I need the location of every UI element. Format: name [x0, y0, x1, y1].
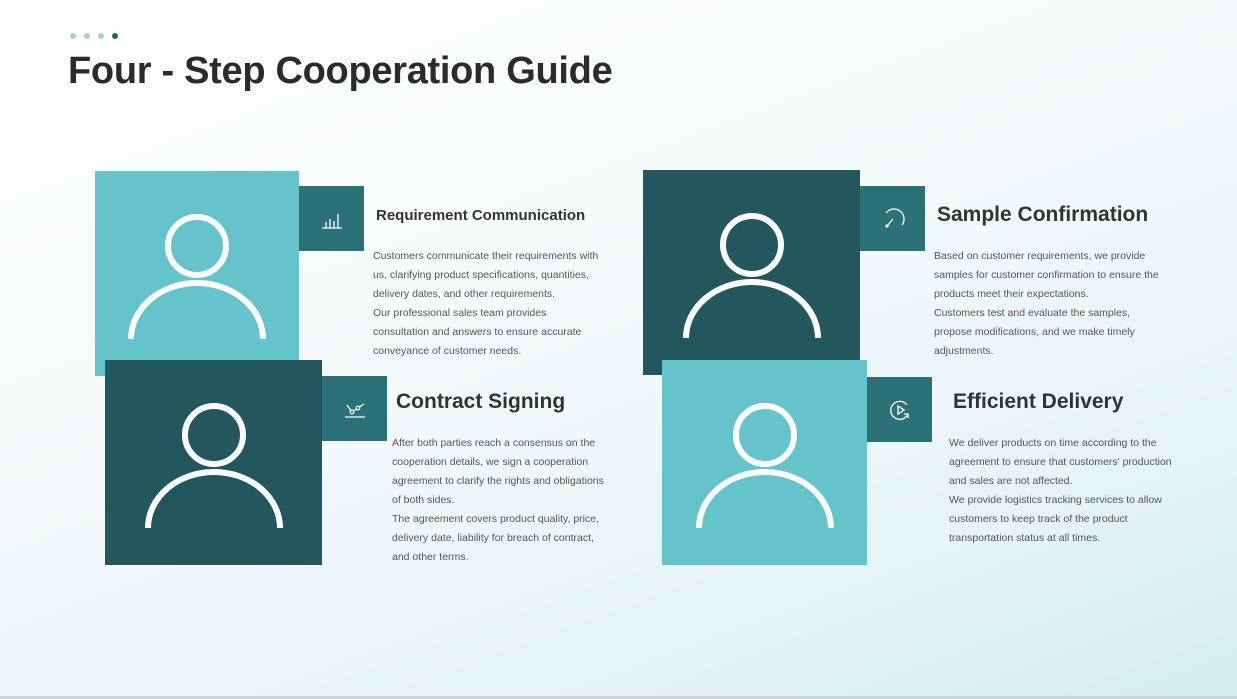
- step4-icon-box: [867, 377, 932, 442]
- step2-title: Sample Confirmation: [937, 203, 1149, 226]
- step3-title: Contract Signing: [396, 390, 566, 413]
- step2-description: Based on customer requirements, we provi…: [934, 247, 1164, 361]
- step1-paragraph-2: Our professional sales team provides con…: [373, 307, 582, 357]
- person-icon: [682, 212, 821, 338]
- person-icon: [128, 213, 266, 339]
- play-cycle-icon: [889, 400, 909, 420]
- slide-indicator: [70, 33, 118, 39]
- step2-paragraph-2: Customers test and evaluate the samples,…: [934, 307, 1135, 357]
- step4-paragraph-1: We deliver products on time according to…: [949, 437, 1172, 487]
- step1-icon-box: [299, 186, 364, 251]
- slide-bottom-border: [0, 696, 1237, 699]
- step3-description: After both parties reach a consensus on …: [392, 434, 614, 567]
- step3-person-image: [105, 360, 322, 565]
- person-icon: [695, 402, 834, 528]
- step1-title: Requirement Communication: [376, 207, 586, 224]
- step3-icon-box: [322, 376, 387, 441]
- step4-title: Efficient Delivery: [953, 390, 1124, 413]
- step1-description: Customers communicate their requirements…: [373, 247, 603, 361]
- person-icon: [144, 402, 283, 528]
- bar-chart-icon: [321, 213, 342, 229]
- step2-person-image: [643, 170, 860, 375]
- step3-paragraph-2: The agreement covers product quality, pr…: [392, 513, 599, 563]
- indicator-dot: [84, 33, 90, 39]
- step4-description: We deliver products on time according to…: [949, 434, 1177, 548]
- indicator-dot: [98, 33, 104, 39]
- trend-line-icon: [344, 402, 365, 418]
- step4-paragraph-2: We provide logistics tracking services t…: [949, 494, 1162, 544]
- gauge-icon: [884, 207, 905, 228]
- step4-person-image: [662, 360, 867, 565]
- step2-paragraph-1: Based on customer requirements, we provi…: [934, 250, 1159, 300]
- step1-paragraph-1: Customers communicate their requirements…: [373, 250, 599, 300]
- indicator-dot: [70, 33, 76, 39]
- page-title: Four - Step Cooperation Guide: [68, 50, 613, 92]
- step1-person-image: [95, 171, 299, 376]
- step3-paragraph-1: After both parties reach a consensus on …: [392, 437, 604, 506]
- step2-icon-box: [860, 186, 925, 251]
- indicator-dot-active: [112, 33, 118, 39]
